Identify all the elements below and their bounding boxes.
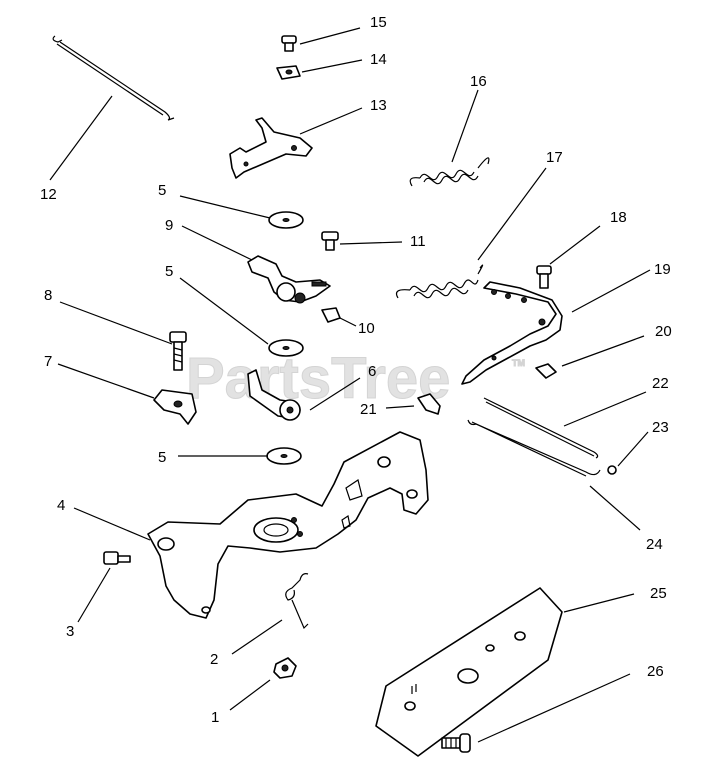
part-17-spring (395, 264, 484, 299)
callout-21: 21 (360, 401, 377, 418)
part-3-bolt (103, 551, 131, 565)
part-23-nut (607, 465, 617, 475)
part-26-screw (441, 733, 471, 753)
callout-2: 2 (210, 651, 218, 668)
part-5-washer-top (268, 211, 304, 229)
callout-9: 9 (165, 217, 173, 234)
callout-20: 20 (655, 323, 672, 340)
callout-18: 18 (610, 209, 627, 226)
callout-10: 10 (358, 320, 375, 337)
leader-lines (49, 27, 651, 743)
part-16-spring (409, 157, 490, 187)
part-6-lever (247, 369, 301, 421)
callout-24: 24 (646, 536, 663, 553)
part-15-screw (281, 35, 297, 52)
callout-5-middle: 5 (165, 263, 173, 280)
watermark: PartsTree TM (186, 346, 526, 412)
callout-14: 14 (370, 51, 387, 68)
part-12-link-rod (52, 35, 175, 121)
callout-3: 3 (66, 623, 74, 640)
part-24-rod (467, 419, 601, 477)
part-8-bolt (169, 331, 187, 371)
callout-4: 4 (57, 497, 65, 514)
callout-5-top: 5 (158, 182, 166, 199)
part-7-clip (153, 389, 197, 425)
part-4-bracket (147, 431, 429, 619)
part-10-nut (321, 307, 341, 323)
callout-19: 19 (654, 261, 671, 278)
callout-15: 15 (370, 14, 387, 31)
callout-17: 17 (546, 149, 563, 166)
part-1-nut (273, 657, 297, 679)
callout-26: 26 (647, 663, 664, 680)
part-25-plate (375, 587, 563, 757)
callout-5-bottom: 5 (158, 449, 166, 466)
part-9-lever (247, 255, 331, 304)
part-5-washer-bottom (266, 447, 302, 465)
part-5-washer-middle (268, 339, 304, 357)
watermark-tm: TM (512, 358, 525, 368)
part-19-arm (461, 281, 563, 385)
callout-labels: 1 2 3 4 5 5 5 6 7 8 9 10 11 12 13 14 15 … (40, 14, 672, 726)
callout-8: 8 (44, 287, 52, 304)
callout-7: 7 (44, 353, 52, 370)
part-2-spring (285, 573, 309, 630)
part-21-clamp (417, 393, 441, 415)
callout-16: 16 (470, 73, 487, 90)
callout-23: 23 (652, 419, 669, 436)
watermark-text: PartsTree (186, 346, 450, 411)
part-14-plate (276, 65, 301, 80)
callout-25: 25 (650, 585, 667, 602)
callout-11: 11 (410, 233, 426, 250)
part-22-rod (483, 397, 599, 459)
part-20-nut (535, 363, 557, 379)
part-11-screw (321, 231, 339, 251)
callout-12: 12 (40, 186, 57, 203)
callout-1: 1 (211, 709, 219, 726)
part-13-bracket (229, 117, 313, 179)
callout-6: 6 (368, 363, 376, 380)
part-18-screw (536, 265, 552, 289)
callout-22: 22 (652, 375, 669, 392)
callout-13: 13 (370, 97, 387, 114)
